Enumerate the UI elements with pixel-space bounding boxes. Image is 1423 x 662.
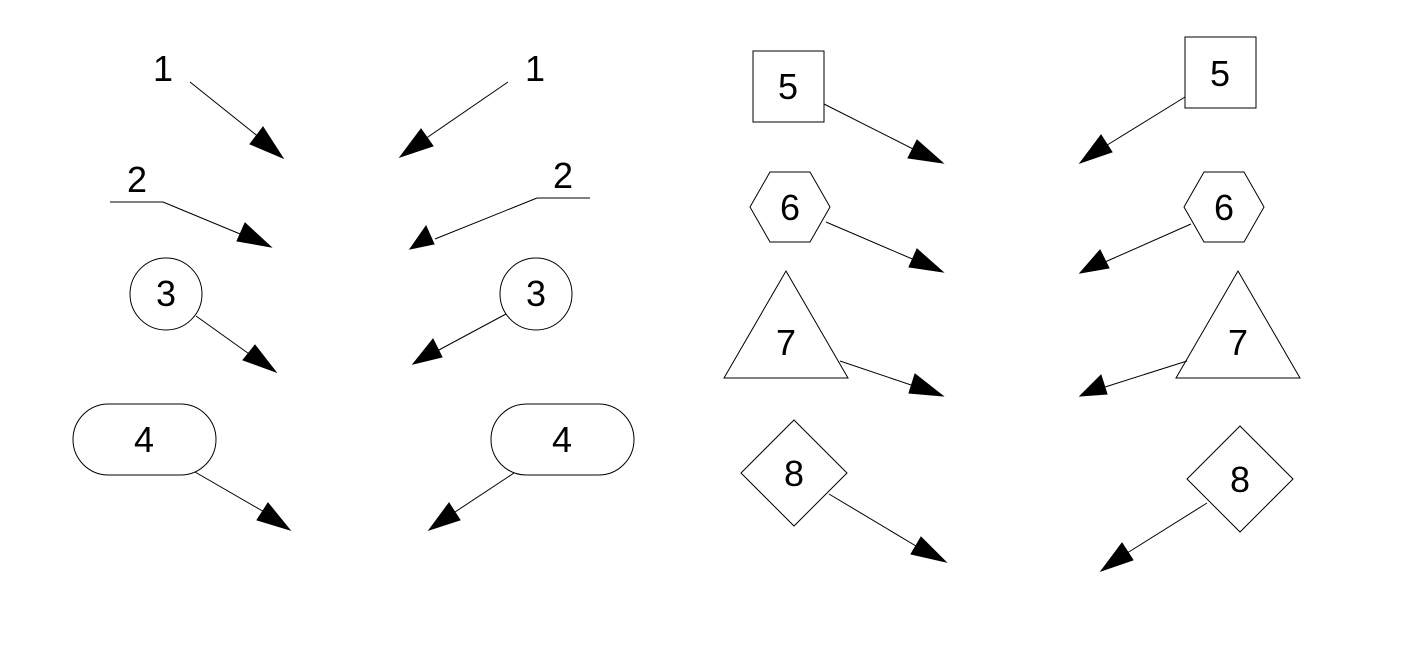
callout-2-right: 2 [408,155,590,250]
leader-line [825,221,918,262]
diamond-balloon [740,419,848,527]
callout-3-right: 3 [411,257,573,365]
callout-number: 2 [553,155,573,196]
callout-number: 1 [153,48,173,89]
hexagon-balloon [1183,171,1265,243]
arrowhead [249,126,285,160]
callout-number: 6 [1214,187,1234,228]
callout-5-right: 5 [1078,36,1257,165]
hexagon-balloon [749,171,831,243]
callout-1-right: 1 [398,48,545,158]
callout-number: 4 [552,419,572,460]
circle-balloon [499,257,573,331]
arrowhead [256,502,292,531]
leader-line [1123,502,1208,556]
leader-line [434,197,538,240]
callout-number: 5 [1210,53,1230,94]
callout-number: 7 [776,322,796,363]
callout-4-left: 4 [72,403,292,531]
callout-number: 7 [1228,322,1248,363]
arrowhead [907,139,945,164]
leader-line [436,313,507,352]
callout-1-left: 1 [153,48,285,160]
callout-3-left: 3 [129,257,278,374]
arrowhead [1078,374,1108,397]
leader-line [839,360,918,388]
callout-number: 5 [778,66,798,107]
leader-line [1104,360,1188,388]
callout-number: 6 [780,187,800,228]
leader-line [162,201,246,237]
arrowhead [1078,134,1113,165]
callout-number: 3 [156,273,176,314]
leader-line [451,472,515,515]
callout-number: 4 [134,419,154,460]
arrowhead [408,224,435,250]
callout-7-right: 7 [1078,270,1301,397]
arrowhead [236,222,273,248]
leader-line [1104,223,1192,263]
callout-number: 2 [127,159,147,200]
box-balloon [752,50,825,123]
slot-balloon [490,403,635,476]
callout-number: 1 [525,48,545,89]
callout-7-left: 7 [723,270,945,397]
leader-line [823,103,918,152]
arrowhead [1099,542,1134,573]
callout-number: 8 [1230,459,1250,500]
arrowhead [908,248,945,273]
leader-line [195,315,253,357]
triangle-balloon [1175,270,1301,379]
arrowhead [908,373,945,397]
leader-line [828,493,922,550]
callout-number: 8 [784,453,804,494]
callout-number: 3 [526,273,546,314]
arrowhead [411,338,443,365]
callout-5-left: 5 [752,50,945,164]
arrowhead [1078,249,1110,274]
callout-6-right: 6 [1078,171,1265,274]
leader-line [194,471,267,514]
arrowhead [242,344,278,374]
leader-line [189,81,261,139]
triangle-balloon [723,270,849,379]
box-balloon [1184,36,1257,109]
callout-8-left: 8 [740,419,948,563]
callout-2-left: 2 [110,159,273,248]
slot-balloon [72,403,217,476]
arrowhead [427,502,461,531]
leader-line [1103,96,1186,148]
callout-8-right: 8 [1099,425,1294,573]
callout-4-right: 4 [427,403,635,531]
callout-6-left: 6 [749,171,945,273]
circle-balloon [129,257,203,331]
arrowhead [910,536,948,563]
diamond-balloon [1186,425,1294,533]
leader-line [424,81,509,140]
arrowhead [398,128,434,158]
